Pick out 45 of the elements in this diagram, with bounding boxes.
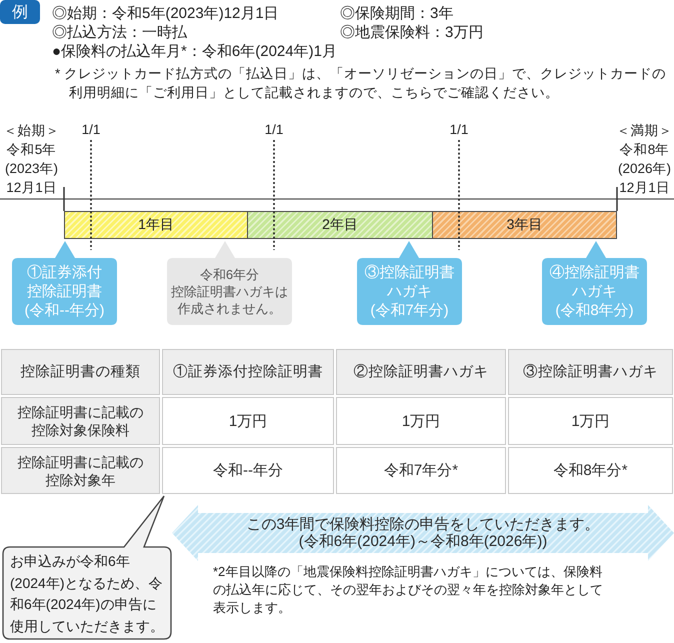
column-header-cell: ①証券添付控除証明書 [162,349,334,395]
year-bar: 1年目 [64,211,248,239]
callout-text: ①証券添付控除証明書 [26,263,103,301]
info-text: ◎地震保険料：3万円 [340,23,484,42]
table-cell: 1万円 [336,397,506,445]
table-cell: 1万円 [162,397,334,445]
band-text: (令和6年(2024年)～令和8年(2026年)) [298,533,548,550]
double-arrow-band [172,505,674,561]
table-cell: 令和8年分* [508,447,673,494]
date-tick-label: 1/1 [264,121,284,138]
year-bar: 2年目 [248,211,433,239]
note-text: * クレジットカード払方式の「払込日」は、「オーソリゼーションの日」で、クレジットカードの利用明細に「ご利用日」として記載されますので、こちらでご確認ください。 [55,65,667,102]
date-label: ＜始期＞令和5年(2023年)12月1日 [3,122,60,197]
callout-bubble [542,241,647,325]
callout-text: (令和8年分) [555,301,634,320]
row-header-cell: 控除証明書に記載の控除対象年 [1,447,160,494]
table-cell: 令和--年分 [162,447,334,494]
column-header-cell: 控除証明書の種類 [1,349,160,395]
callout-text: (令和--年分) [24,301,104,320]
callout-text: ④控除証明書ハガキ [548,263,640,301]
column-header-cell: ③控除証明書ハガキ [508,349,673,395]
callout-bubble [167,241,292,325]
callout-bubble [357,241,462,325]
row-header-cell: 控除証明書に記載の控除対象保険料 [1,397,160,445]
info-text: ◎始期：令和5年(2023年)12月1日 [52,4,279,23]
callout-text: ③控除証明書ハガキ [364,263,456,301]
info-text: ◎保険期間：3年 [340,4,454,23]
callout-text: 令和6年分 [200,266,260,283]
table-cell: 令和7年分* [336,447,506,494]
callout-bubble [12,241,117,325]
band-text: この3年間で保険料控除の申告をしていただきます。 [246,516,600,533]
year-bar: 3年目 [433,211,617,239]
date-label: ＜満期＞令和8年(2026年)12月1日 [616,122,673,197]
info-text: ◎払込方法：一時払 [52,23,187,42]
column-header-cell: ②控除証明書ハガキ [336,349,506,395]
bubble-text: お申込みが令和6年(2024年)となるため、令和6年(2024年)の申告に使用していただきます。 [10,552,164,636]
example-badge: 例 [0,0,40,24]
date-tick-label: 1/1 [80,121,102,138]
footnote-text: *2年目以降の「地震保険料控除証明書ハガキ」については、保険料の払込年に応じて、その翌年およびその翌々年を控除対象年として表示します。 [213,563,604,617]
callout-text: 控除証明書ハガキは作成されません。 [170,283,289,317]
table-cell: 1万円 [508,397,673,445]
info-text: ●保険料の払込年月*：令和6年(2024年)1月 [52,42,337,61]
callout-text: (令和7年分) [370,301,449,320]
speech-bubble [2,495,172,640]
date-tick-label: 1/1 [448,121,470,138]
